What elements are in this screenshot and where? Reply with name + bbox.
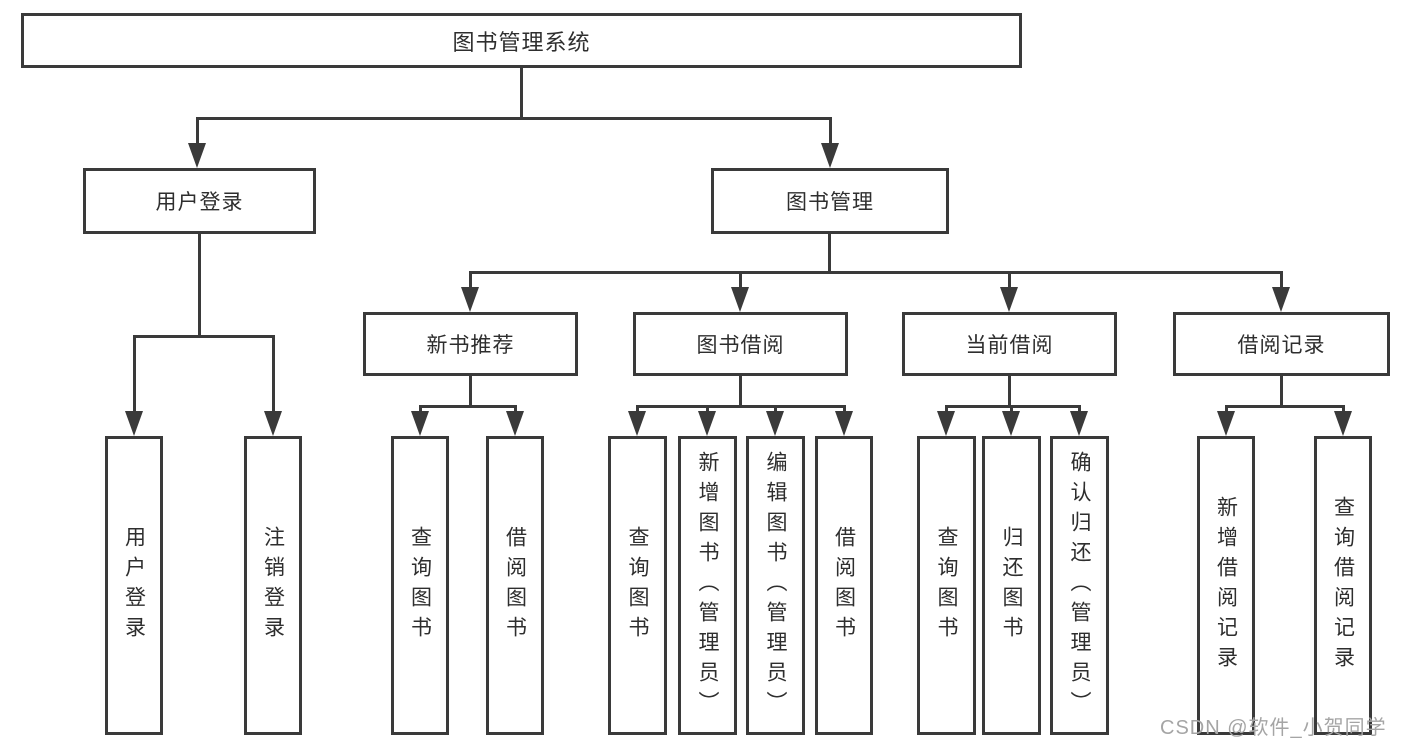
leaf-add-books-admin-label: 新增图书（管理员） bbox=[696, 450, 719, 721]
arrow-down-icon bbox=[461, 287, 479, 312]
connector-line bbox=[1280, 271, 1283, 291]
arrow-down-icon bbox=[1217, 411, 1235, 436]
connector-line bbox=[272, 335, 275, 412]
connector-line bbox=[1225, 405, 1344, 408]
leaf-borrow-books: 借阅图书 bbox=[815, 436, 873, 735]
connector-line bbox=[828, 231, 831, 274]
connector-line bbox=[1342, 405, 1345, 413]
arrow-down-icon bbox=[1000, 287, 1018, 312]
connector-line bbox=[636, 405, 845, 408]
arrow-down-icon bbox=[698, 411, 716, 436]
node-new-book-recommend-label: 新书推荐 bbox=[426, 334, 515, 357]
arrow-down-icon bbox=[821, 143, 839, 168]
arrow-down-icon bbox=[125, 411, 143, 436]
leaf-current-query-books: 查询图书 bbox=[917, 436, 976, 735]
arrow-down-icon bbox=[1334, 411, 1352, 436]
connector-line bbox=[1008, 373, 1011, 408]
leaf-return-books-label: 归还图书 bbox=[1000, 525, 1023, 646]
connector-line bbox=[133, 335, 136, 412]
arrow-down-icon bbox=[1070, 411, 1088, 436]
connector-line bbox=[1008, 271, 1011, 291]
leaf-recommend-borrow-books: 借阅图书 bbox=[486, 436, 544, 735]
leaf-confirm-return-admin: 确认归还（管理员） bbox=[1050, 436, 1109, 735]
leaf-recommend-query-books-label: 查询图书 bbox=[408, 525, 432, 646]
connector-line bbox=[196, 117, 199, 145]
connector-line bbox=[520, 67, 523, 118]
arrow-down-icon bbox=[835, 411, 853, 436]
leaf-add-borrow-record: 新增借阅记录 bbox=[1197, 436, 1255, 735]
node-current-borrow-label: 当前借阅 bbox=[965, 334, 1054, 357]
connector-line bbox=[419, 405, 422, 413]
arrow-down-icon bbox=[411, 411, 429, 436]
leaf-current-query-books-label: 查询图书 bbox=[935, 525, 958, 646]
connector-line bbox=[469, 373, 472, 408]
leaf-borrow-query-books-label: 查询图书 bbox=[626, 525, 649, 646]
connector-line bbox=[829, 117, 832, 145]
node-root: 图书管理系统 bbox=[21, 13, 1022, 68]
node-borrow-records: 借阅记录 bbox=[1173, 312, 1390, 376]
connector-line bbox=[469, 271, 472, 291]
leaf-query-borrow-record: 查询借阅记录 bbox=[1314, 436, 1372, 735]
leaf-edit-books-admin-label: 编辑图书（管理员） bbox=[764, 450, 787, 721]
connector-line bbox=[945, 405, 948, 413]
arrow-down-icon bbox=[1002, 411, 1020, 436]
arrow-down-icon bbox=[506, 411, 524, 436]
node-book-borrow: 图书借阅 bbox=[633, 312, 848, 376]
arrow-down-icon bbox=[264, 411, 282, 436]
node-book-management-label: 图书管理 bbox=[786, 191, 874, 214]
node-current-borrow: 当前借阅 bbox=[902, 312, 1117, 376]
node-book-borrow-label: 图书借阅 bbox=[696, 334, 785, 357]
connector-line bbox=[133, 335, 275, 338]
arrow-down-icon bbox=[766, 411, 784, 436]
connector-line bbox=[1225, 405, 1228, 413]
connector-line bbox=[1078, 405, 1081, 413]
leaf-logout: 注销登录 bbox=[244, 436, 302, 735]
connector-line bbox=[739, 271, 742, 291]
arrow-down-icon bbox=[1272, 287, 1290, 312]
leaf-recommend-borrow-books-label: 借阅图书 bbox=[503, 525, 527, 646]
leaf-add-books-admin: 新增图书（管理员） bbox=[678, 436, 737, 735]
arrow-down-icon bbox=[188, 143, 206, 168]
connector-line bbox=[196, 117, 832, 120]
leaf-borrow-query-books: 查询图书 bbox=[608, 436, 667, 735]
node-user-login: 用户登录 bbox=[83, 168, 316, 234]
connector-line bbox=[739, 373, 742, 408]
connector-line bbox=[514, 405, 517, 413]
connector-line bbox=[469, 271, 1283, 274]
connector-line bbox=[198, 231, 201, 337]
leaf-query-borrow-record-label: 查询借阅记录 bbox=[1331, 495, 1355, 676]
connector-line bbox=[843, 405, 846, 413]
node-new-book-recommend: 新书推荐 bbox=[363, 312, 578, 376]
node-borrow-records-label: 借阅记录 bbox=[1237, 334, 1326, 357]
leaf-return-books: 归还图书 bbox=[982, 436, 1041, 735]
arrow-down-icon bbox=[937, 411, 955, 436]
leaf-borrow-books-label: 借阅图书 bbox=[832, 525, 856, 646]
arrow-down-icon bbox=[628, 411, 646, 436]
connector-line bbox=[1280, 373, 1283, 408]
node-root-label: 图书管理系统 bbox=[452, 29, 591, 55]
leaf-recommend-query-books: 查询图书 bbox=[391, 436, 449, 735]
arrow-down-icon bbox=[731, 287, 749, 312]
leaf-add-borrow-record-label: 新增借阅记录 bbox=[1214, 495, 1238, 676]
node-user-login-label: 用户登录 bbox=[155, 191, 244, 214]
connector-line bbox=[636, 405, 639, 413]
node-book-management: 图书管理 bbox=[711, 168, 949, 234]
connector-line bbox=[774, 405, 777, 413]
leaf-user-login-label: 用户登录 bbox=[122, 525, 146, 646]
leaf-user-login: 用户登录 bbox=[105, 436, 163, 735]
connector-line bbox=[419, 405, 516, 408]
leaf-logout-label: 注销登录 bbox=[261, 525, 285, 646]
leaf-confirm-return-admin-label: 确认归还（管理员） bbox=[1068, 450, 1091, 721]
connector-line bbox=[1010, 405, 1013, 413]
leaf-edit-books-admin: 编辑图书（管理员） bbox=[746, 436, 805, 735]
csdn-watermark: CSDN @软件_小贺同学 bbox=[1160, 717, 1387, 739]
connector-line bbox=[706, 405, 709, 413]
